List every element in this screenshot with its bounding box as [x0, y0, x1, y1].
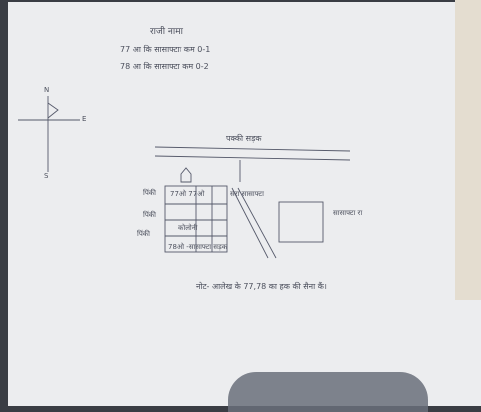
left-label-3: पिंकी — [137, 230, 150, 238]
compass-south-label: S — [44, 172, 49, 180]
plot-label-2: सरा सासाफ्टा — [230, 190, 264, 198]
compass-east-label: E — [82, 115, 87, 123]
adjacent-paper-edge — [455, 0, 481, 300]
left-label-1: पिंकी — [143, 189, 156, 197]
document-line-2: 78 आ कि सासाफ्टा कम 0-2 — [120, 62, 209, 71]
plot-grid — [164, 185, 228, 253]
compass-rose — [18, 96, 80, 172]
right-box-label: सासाफ्टा रा — [333, 209, 363, 217]
road-lines — [154, 146, 351, 161]
plot-label-1: 77ओ 77ओ — [170, 190, 205, 198]
document-line-1: 77 आ कि सासाफ्टाः कम 0-1 — [120, 45, 211, 54]
path-lines — [231, 187, 277, 259]
road-label: पक्की सड़क — [226, 134, 262, 143]
paper-sheet — [8, 2, 481, 406]
document-heading: राजी नामा — [150, 27, 183, 37]
square-plot — [278, 201, 324, 243]
plot-label-4: 78ओ -सासाफ्टा सड़क — [168, 243, 228, 251]
hand-shadow — [228, 372, 428, 412]
house-marker — [180, 167, 192, 183]
compass-north-label: N — [44, 86, 50, 94]
note-text: नोट- आलेख के 77,78 का हक की सैना कैं। — [196, 282, 327, 291]
left-label-2: पिंकी — [143, 211, 156, 219]
plot-label-3: कोलोनी — [178, 224, 198, 232]
